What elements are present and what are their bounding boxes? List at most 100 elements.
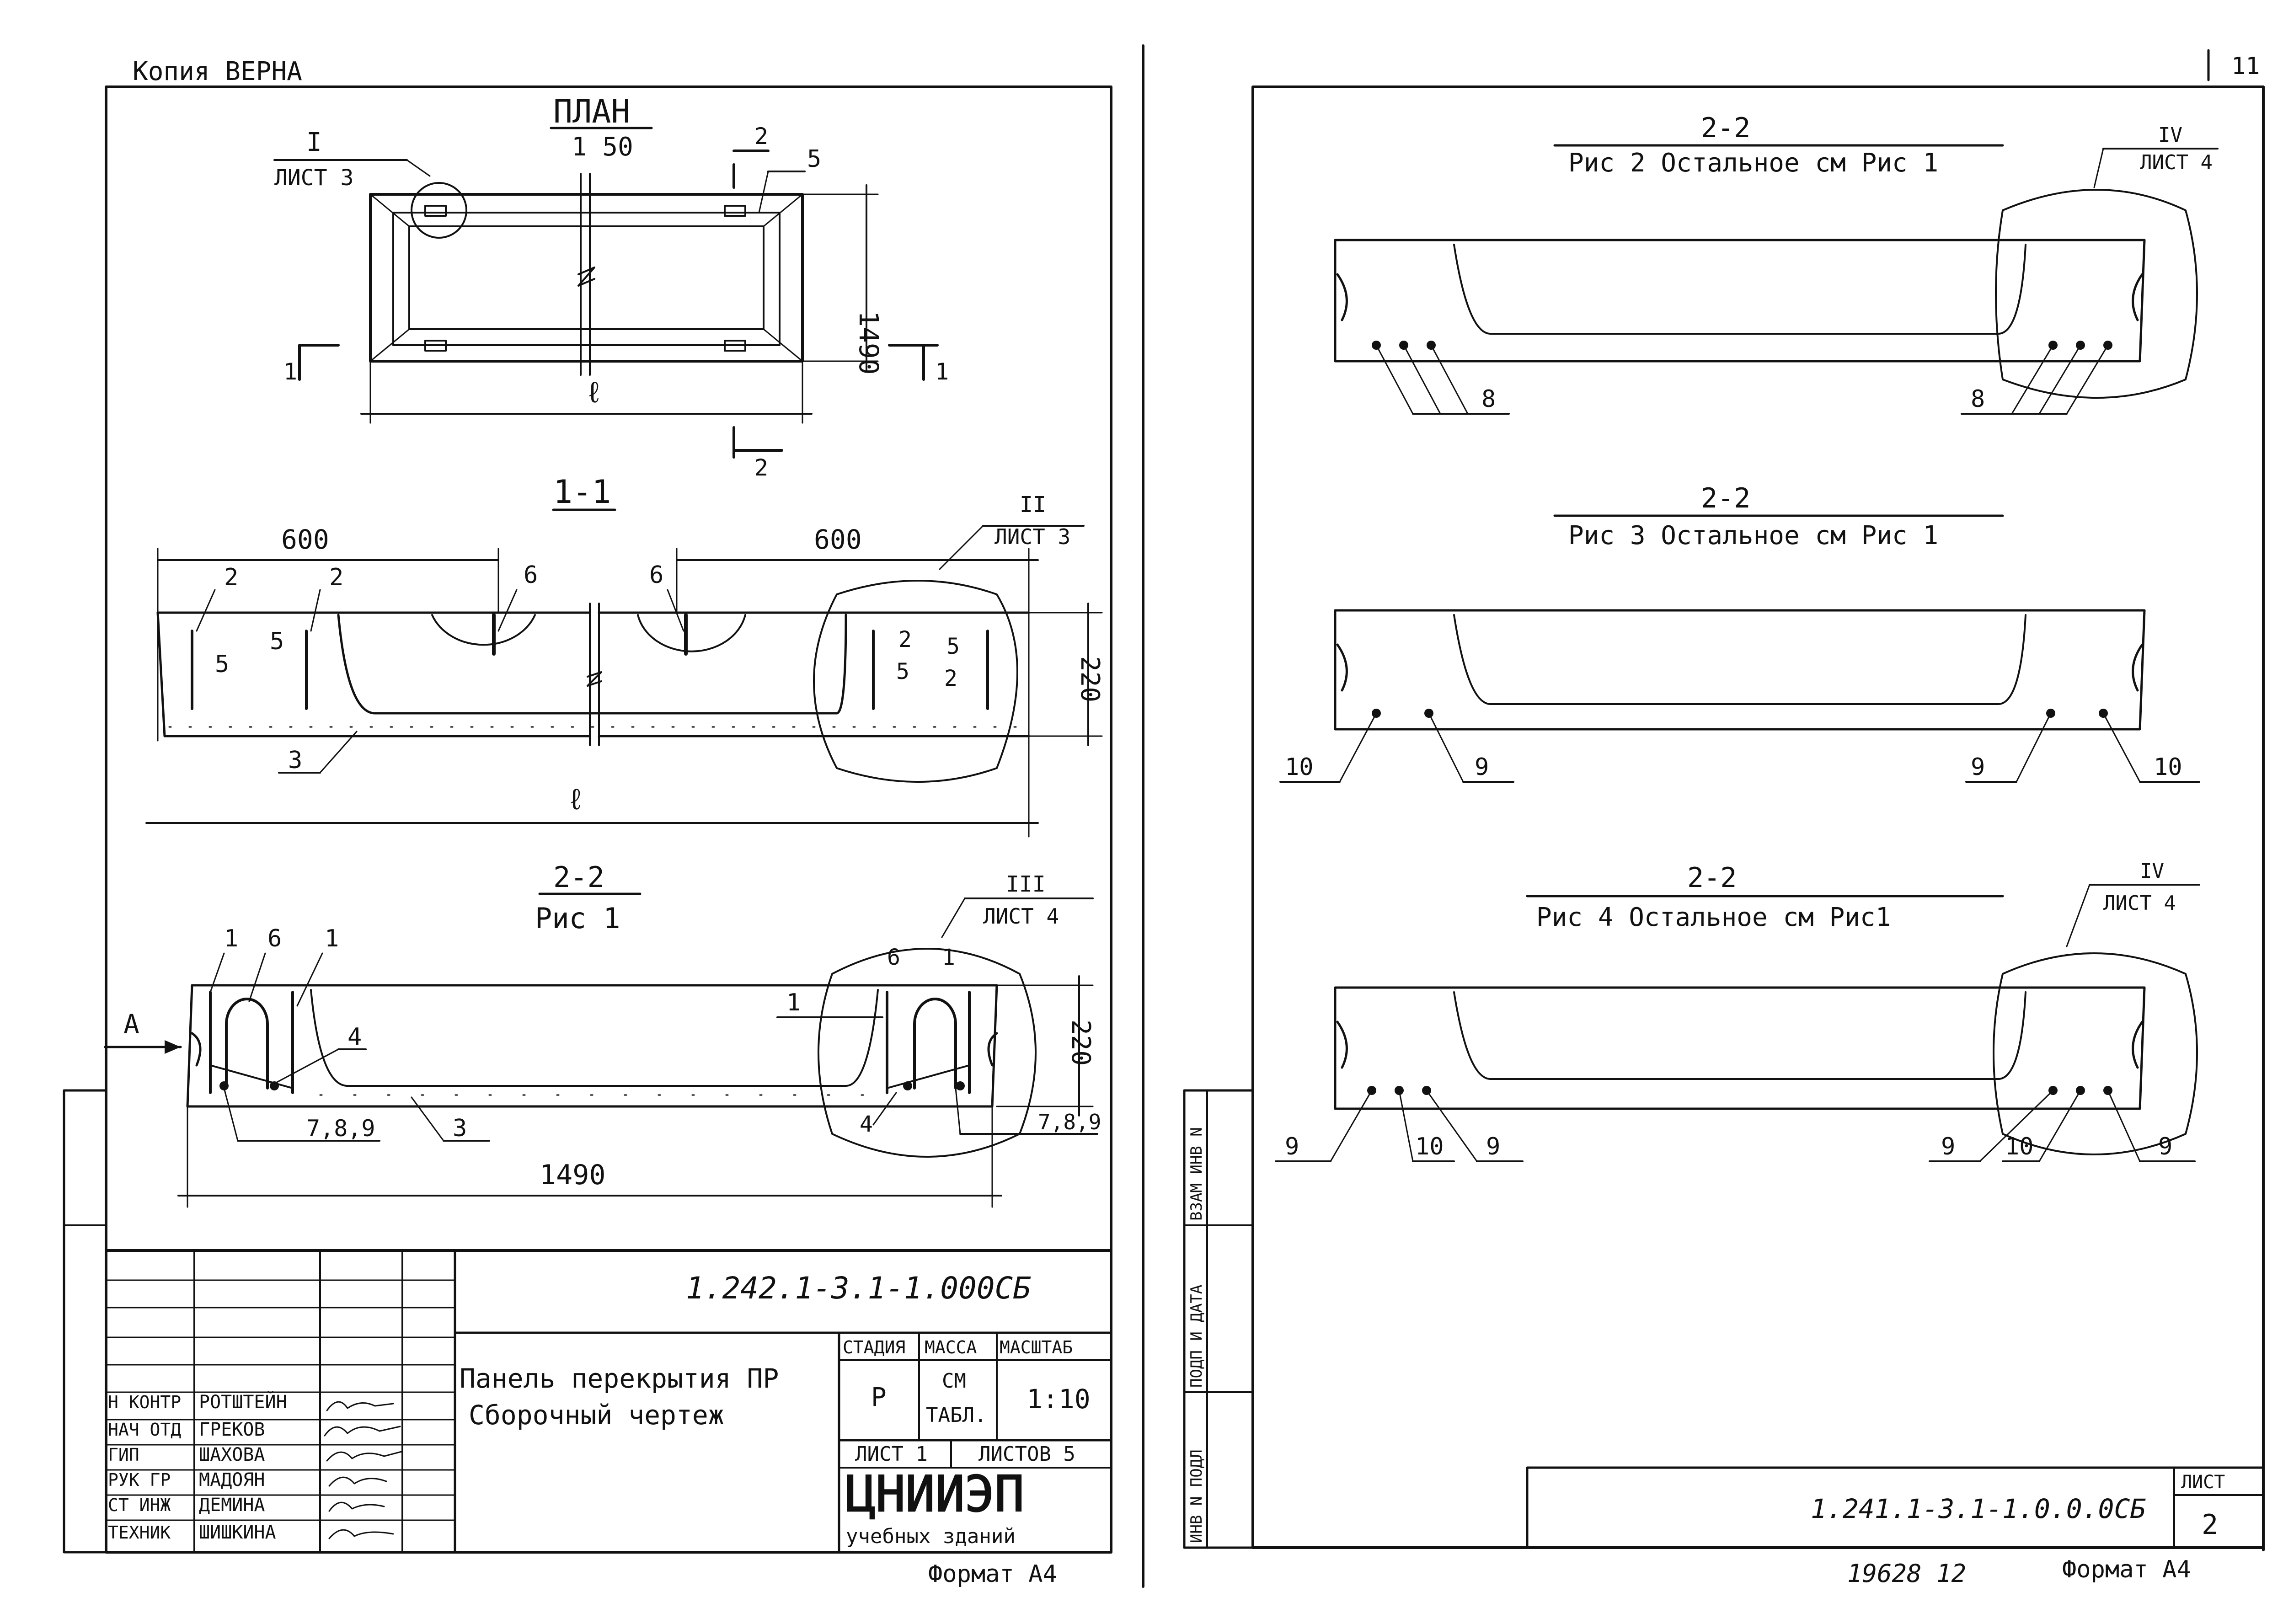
plan-sec2-top: 2 xyxy=(754,123,768,150)
staff-name-2: ГРЕКОВ xyxy=(199,1419,265,1440)
section-1-1: 1-1 600 600 xyxy=(145,473,1105,838)
org-name: ЦНИИЭП xyxy=(846,1466,1024,1523)
signature-3 xyxy=(326,1451,402,1462)
section-2-2-fig4: 2-2 Рис 4 Остальное см Рис1 IV ЛИСТ 4 9 … xyxy=(1275,860,2200,1162)
staff-role-1: Н КОНТР xyxy=(108,1392,181,1412)
sec11-dim-l: ℓ xyxy=(567,783,584,817)
plan-dim-1490: 1490 xyxy=(853,311,884,375)
staff-role-5: СТ ИНЖ xyxy=(108,1495,171,1515)
fig2-subtitle: Рис 2 Остальное см Рис 1 xyxy=(1568,148,1938,178)
plan-title: ПЛАН xyxy=(553,93,631,130)
sec11-dim-600-left: 600 xyxy=(281,524,329,555)
fig1-callout-roman: III xyxy=(1006,871,1046,897)
fig1-view-label: А xyxy=(123,1009,139,1040)
fig1-label-789-right: 7,8,9 xyxy=(1038,1110,1101,1134)
fig4-label-9d: 9 xyxy=(2158,1133,2172,1160)
fig3-label-9b: 9 xyxy=(1971,753,1985,781)
signature-1 xyxy=(326,1401,394,1411)
sec11-label-5a: 5 xyxy=(215,651,229,678)
staff-role-3: ГИП xyxy=(108,1445,139,1465)
archive-number: 19628 12 xyxy=(1847,1559,1966,1588)
staff-role-6: ТЕХНИК xyxy=(108,1522,171,1543)
fig4-label-9a: 9 xyxy=(1285,1133,1299,1160)
fig3-label-10b: 10 xyxy=(2154,753,2182,781)
fig4-label-9c: 9 xyxy=(1941,1133,1955,1160)
title-block: Н КОНТР РОТШТЕЙН НАЧ ОТД ГРЕКОВ ГИП ШАХО… xyxy=(105,1249,1112,1554)
staff-role-4: РУК ГР xyxy=(108,1470,171,1490)
sheet-label: ЛИСТ 1 xyxy=(855,1442,928,1466)
fig4-label-10a: 10 xyxy=(1415,1133,1444,1160)
plan-sec1-right: 1 xyxy=(935,358,949,385)
plan-callout-sheet: ЛИСТ 3 xyxy=(274,165,353,191)
side-stamp-1: ВЗАМ ИНВ N xyxy=(1187,1127,1206,1221)
fig1-label-4b: 4 xyxy=(860,1111,873,1137)
sec11-dim-220: 220 xyxy=(1075,656,1105,702)
plan-dim-l: ℓ xyxy=(585,376,603,410)
sec11-label-5c: 5 xyxy=(946,634,960,659)
sheets-label: ЛИСТОВ 5 xyxy=(978,1442,1075,1466)
right-doc-code: 1.241.1-3.1-1.0.0.0СБ xyxy=(1811,1493,2146,1524)
fig1-label-6b: 6 xyxy=(887,945,900,970)
fig1-title: 2-2 xyxy=(553,860,604,894)
fig2-title: 2-2 xyxy=(1701,112,1750,144)
fig1-label-3: 3 xyxy=(453,1115,467,1142)
plan-sec2-bottom: 2 xyxy=(754,454,768,481)
mass-value-2: ТАБЛ. xyxy=(926,1404,986,1427)
fig1-label-4a: 4 xyxy=(348,1023,362,1051)
scale-value: 1:10 xyxy=(1027,1384,1091,1415)
fig4-callout-sheet: ЛИСТ 4 xyxy=(2103,892,2176,915)
fig4-label-10b: 10 xyxy=(2005,1133,2034,1160)
sec11-label-2b: 2 xyxy=(329,564,343,591)
copy-stamp: Копия ВЕРНА xyxy=(133,57,302,86)
sec11-label-6a: 6 xyxy=(524,561,538,589)
stage-header: СТАДИЯ xyxy=(843,1337,905,1357)
mass-header: МАССА xyxy=(925,1337,977,1357)
fig4-subtitle: Рис 4 Остальное см Рис1 xyxy=(1536,903,1891,932)
signature-6 xyxy=(328,1529,394,1539)
fig2-callout-sheet: ЛИСТ 4 xyxy=(2140,151,2213,174)
org-subtitle: учебных зданий xyxy=(846,1525,1016,1548)
fig2-label-left: 8 xyxy=(1481,385,1496,413)
fig2-label-right: 8 xyxy=(1971,385,1985,413)
signature-5 xyxy=(328,1501,385,1512)
plan-view: ПЛАН 1 50 I ЛИСТ 3 xyxy=(273,93,949,481)
fig3-title: 2-2 xyxy=(1701,482,1750,514)
sec11-label-3: 3 xyxy=(288,747,302,774)
fig1-dim-220: 220 xyxy=(1066,1020,1096,1066)
fig1-label-1c: 1 xyxy=(786,989,801,1016)
staff-name-5: ДЕМИНА xyxy=(199,1495,265,1516)
right-sheet: ВЗАМ ИНВ N ПОДП И ДАТА ИНВ N ПОДЛ 2-2 Ри… xyxy=(1183,85,2265,1588)
sec11-label-6b: 6 xyxy=(649,561,663,589)
fig1-callout-sheet: ЛИСТ 4 xyxy=(983,904,1059,929)
sec11-dim-600-right: 600 xyxy=(814,524,862,555)
signature-4 xyxy=(328,1476,387,1487)
fig1-label-789-left: 7,8,9 xyxy=(306,1115,375,1142)
section-2-2-fig2: 2-2 Рис 2 Остальное см Рис 1 IV ЛИСТ 4 8 xyxy=(1334,112,2219,415)
stage-value: Р xyxy=(871,1383,887,1412)
sec11-label-2a: 2 xyxy=(224,564,238,591)
right-sheet-number: 2 xyxy=(2202,1509,2218,1541)
sec11-label-5d: 5 xyxy=(896,659,909,684)
drawing-title-line2: Сборочный чертеж xyxy=(469,1400,724,1431)
fig1-label-1d: 1 xyxy=(942,945,955,970)
scale-header: МАСШТАБ xyxy=(1000,1337,1073,1357)
fig1-label-1b: 1 xyxy=(325,925,339,952)
staff-name-6: ШИШКИНА xyxy=(199,1522,276,1543)
fig3-label-9a: 9 xyxy=(1475,753,1489,781)
staff-name-4: МАДОЯН xyxy=(199,1469,265,1490)
fig3-subtitle: Рис 3 Остальное см Рис 1 xyxy=(1568,521,1938,550)
signature-2 xyxy=(324,1426,401,1437)
left-sheet: ПЛАН 1 50 I ЛИСТ 3 xyxy=(63,85,1112,1588)
staff-role-2: НАЧ ОТД xyxy=(108,1420,181,1440)
plan-scale: 1 50 xyxy=(572,132,633,162)
plan-label-5: 5 xyxy=(807,145,821,173)
side-stamp-2: ПОДП И ДАТА xyxy=(1187,1285,1206,1388)
staff-name-1: РОТШТЕЙН xyxy=(199,1391,287,1413)
mass-value-1: СМ xyxy=(942,1369,966,1393)
fig4-callout-roman: IV xyxy=(2140,860,2164,883)
section-2-2-fig1: 2-2 Рис 1 III ЛИСТ 4 xyxy=(104,860,1101,1208)
section-2-2-fig3: 2-2 Рис 3 Остальное см Рис 1 10 9 9 10 xyxy=(1279,482,2200,783)
sec11-label-5b: 5 xyxy=(270,628,284,655)
fig1-subtitle: Рис 1 xyxy=(535,902,620,935)
